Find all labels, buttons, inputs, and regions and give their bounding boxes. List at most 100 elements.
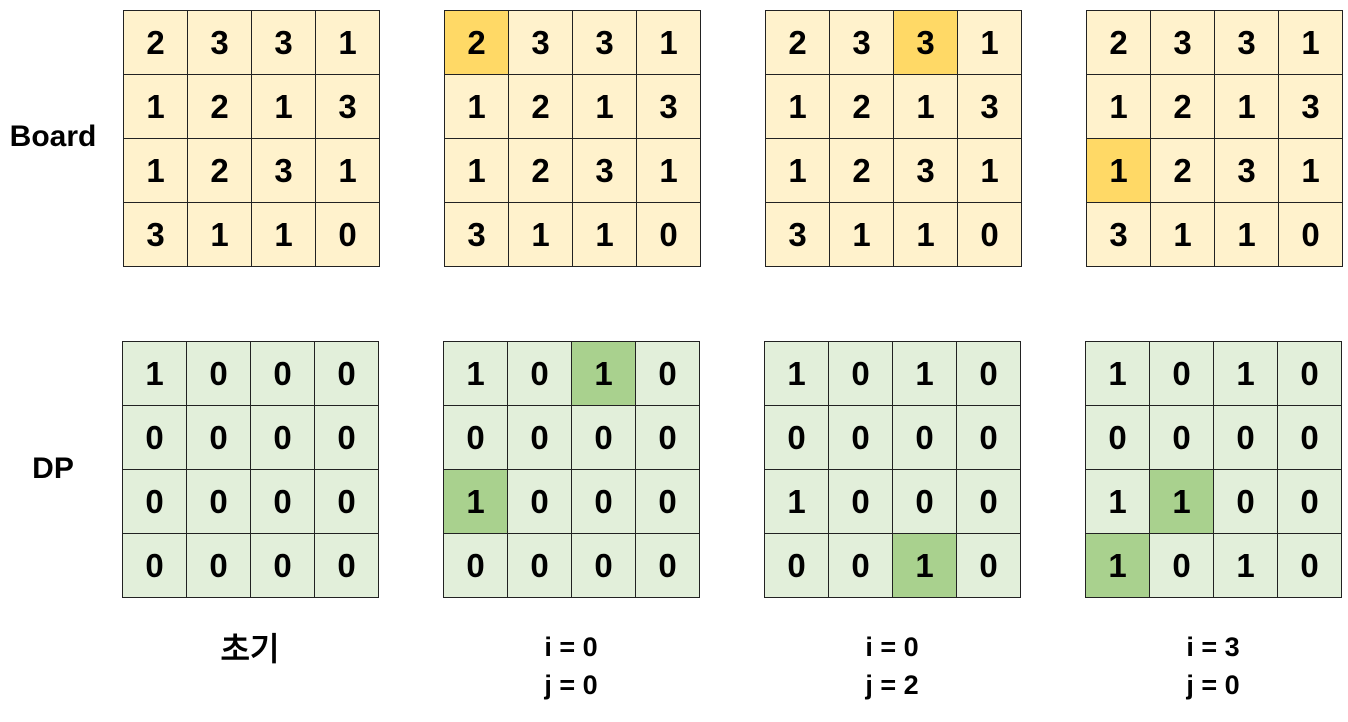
dp-cell: 1	[444, 342, 508, 406]
dp-cell: 0	[315, 342, 379, 406]
dp-cell: 0	[508, 342, 572, 406]
board-cell: 1	[894, 75, 958, 139]
board-cell: 1	[316, 11, 380, 75]
dp-cell: 0	[444, 406, 508, 470]
board-cell: 3	[573, 139, 637, 203]
caption-line: 초기	[220, 630, 280, 668]
dp-cell: 0	[636, 406, 700, 470]
dp-cell-highlighted: 1	[444, 470, 508, 534]
dp-cell: 0	[829, 342, 893, 406]
board-cell: 3	[1087, 203, 1151, 267]
dp-cell: 0	[123, 406, 187, 470]
board-row-label: Board	[9, 120, 97, 153]
dp-cell: 1	[1214, 534, 1278, 598]
board-cell: 1	[573, 203, 637, 267]
board-cell: 0	[316, 203, 380, 267]
board-cell: 1	[252, 75, 316, 139]
board-cell: 1	[1279, 11, 1343, 75]
board-cell: 2	[509, 75, 573, 139]
board-cell: 3	[509, 11, 573, 75]
dp-cell: 0	[251, 470, 315, 534]
board-cell: 1	[188, 203, 252, 267]
dp-cell: 0	[1278, 406, 1342, 470]
board-cell: 1	[445, 75, 509, 139]
dp-cell: 0	[508, 406, 572, 470]
dp-cell: 1	[123, 342, 187, 406]
caption-line: j = 0	[1186, 670, 1240, 700]
dp-cell: 0	[123, 534, 187, 598]
board-cell: 3	[894, 139, 958, 203]
dp-cell: 0	[636, 534, 700, 598]
step-caption-1: i = 0 j = 0	[443, 628, 699, 704]
dp-cell: 0	[1150, 534, 1214, 598]
dp-cell: 1	[765, 342, 829, 406]
board-cell: 1	[1215, 203, 1279, 267]
board-cell: 3	[1151, 11, 1215, 75]
board-cell: 2	[188, 75, 252, 139]
board-cell: 2	[766, 11, 830, 75]
board-cell: 2	[188, 139, 252, 203]
board-cell: 3	[445, 203, 509, 267]
board-cell: 1	[958, 139, 1022, 203]
dp-cell: 1	[1086, 342, 1150, 406]
caption-line: j = 0	[544, 670, 598, 700]
board-cell: 0	[637, 203, 701, 267]
board-cell: 2	[124, 11, 188, 75]
board-cell: 1	[830, 203, 894, 267]
dp-cell: 0	[572, 470, 636, 534]
dp-cell-highlighted: 1	[1150, 470, 1214, 534]
step-caption-0: 초기	[122, 624, 378, 670]
board-cell: 3	[573, 11, 637, 75]
caption-line: i = 3	[1186, 632, 1240, 662]
board-cell: 3	[188, 11, 252, 75]
board-cell: 2	[1151, 75, 1215, 139]
board-cell-highlighted: 1	[1087, 139, 1151, 203]
dp-cell: 0	[315, 534, 379, 598]
dp-cell: 0	[187, 342, 251, 406]
dp-cell: 0	[251, 342, 315, 406]
dp-cell: 0	[508, 534, 572, 598]
step-caption-3: i = 3 j = 0	[1085, 628, 1341, 704]
board-cell: 3	[252, 11, 316, 75]
dp-cell: 0	[251, 406, 315, 470]
board-cell-highlighted: 2	[445, 11, 509, 75]
dp-cell: 0	[315, 470, 379, 534]
dp-cell: 0	[636, 470, 700, 534]
dp-cell: 0	[957, 406, 1021, 470]
board-cell: 1	[316, 139, 380, 203]
board-cell: 2	[1151, 139, 1215, 203]
caption-line: i = 0	[544, 632, 598, 662]
caption-line: i = 0	[865, 632, 919, 662]
board-cell: 0	[1279, 203, 1343, 267]
dp-cell: 0	[315, 406, 379, 470]
board-cell: 3	[766, 203, 830, 267]
dp-cell: 1	[1086, 470, 1150, 534]
board-cell: 2	[830, 75, 894, 139]
board-cell: 2	[830, 139, 894, 203]
board-cell: 1	[1215, 75, 1279, 139]
board-cell: 3	[252, 139, 316, 203]
board-cell: 3	[830, 11, 894, 75]
board-cell: 1	[252, 203, 316, 267]
dp-cell: 0	[1278, 534, 1342, 598]
dp-cell: 0	[187, 534, 251, 598]
board-cell: 3	[1215, 11, 1279, 75]
board-cell: 1	[766, 75, 830, 139]
dp-cell: 0	[957, 342, 1021, 406]
board-cell: 3	[637, 75, 701, 139]
dp-cell: 0	[957, 534, 1021, 598]
dp-cell: 0	[765, 534, 829, 598]
board-cell: 1	[894, 203, 958, 267]
dp-cell: 0	[1214, 470, 1278, 534]
dp-cell: 1	[765, 470, 829, 534]
board-cell: 1	[124, 139, 188, 203]
board-cell: 2	[509, 139, 573, 203]
dp-cell: 0	[1214, 406, 1278, 470]
